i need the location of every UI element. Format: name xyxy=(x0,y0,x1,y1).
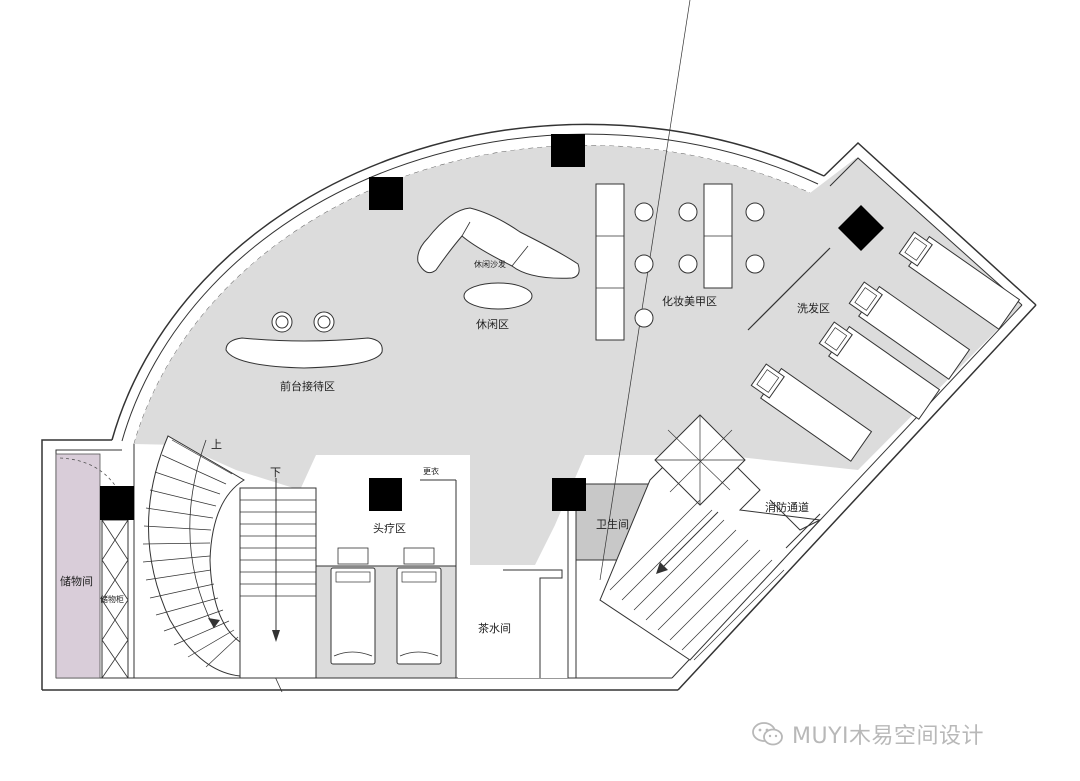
curved-exterior-wall xyxy=(111,123,825,441)
lounge-table xyxy=(463,282,533,310)
tea-room-counter xyxy=(503,569,563,678)
fire-exit-staircase xyxy=(599,0,822,661)
makeup-table-left xyxy=(595,183,625,341)
restroom-label: 卫生间 xyxy=(596,518,629,531)
storage-cabinet xyxy=(101,519,129,679)
head-spa-bed-1 xyxy=(330,547,376,665)
wash-bed-2 xyxy=(848,281,971,380)
changing-label: 更衣 xyxy=(423,467,439,476)
wash-bed-1 xyxy=(898,231,1021,330)
lounge-sofa xyxy=(417,207,580,279)
wash-area-divider xyxy=(747,247,831,331)
wash-label: 洗发区 xyxy=(797,302,830,315)
wechat-icon xyxy=(752,722,783,746)
curved-exterior-wall-inner xyxy=(121,133,819,442)
watermark: MUYI木易空间设计 xyxy=(752,718,984,750)
makeup-stools xyxy=(634,202,765,328)
lounge-label: 休闲区 xyxy=(476,318,509,331)
wash-bed-3 xyxy=(818,321,941,420)
tea-room-label: 茶水间 xyxy=(478,622,511,635)
wash-bed-4 xyxy=(750,363,873,462)
structural-columns xyxy=(100,134,884,520)
watermark-text: MUYI木易空间设计 xyxy=(792,724,985,749)
stair-down-label: 下 xyxy=(270,466,281,479)
head-spa-bed-2 xyxy=(396,547,442,665)
reception-stools xyxy=(271,311,335,333)
reception-desk xyxy=(225,337,383,369)
main-floor-area xyxy=(134,145,1020,566)
reception-label: 前台接待区 xyxy=(280,380,335,393)
makeup-table-right xyxy=(703,183,733,289)
diagonal-exterior-wall xyxy=(677,304,1037,691)
storage-cabinet-crosses xyxy=(101,519,129,679)
storage-room xyxy=(55,453,101,679)
straight-staircase-down xyxy=(239,478,317,679)
storage-cabinet-label: 储物柜 xyxy=(100,595,124,604)
left-exterior-wall xyxy=(41,439,112,690)
storage-label: 储物间 xyxy=(60,575,93,588)
wash-area-wall-inner xyxy=(829,157,1023,306)
stair-up-label: 上 xyxy=(211,438,222,451)
spiral-staircase xyxy=(142,435,245,677)
head-spa-label: 头疗区 xyxy=(373,522,406,535)
storage-door-swing xyxy=(59,457,119,491)
lounge-sofa-label: 休闲沙发 xyxy=(474,260,506,269)
fire-exit-label: 消防通道 xyxy=(765,501,809,514)
makeup-label: 化妆美甲区 xyxy=(662,295,717,308)
wash-area-wall-outer xyxy=(823,141,1037,306)
